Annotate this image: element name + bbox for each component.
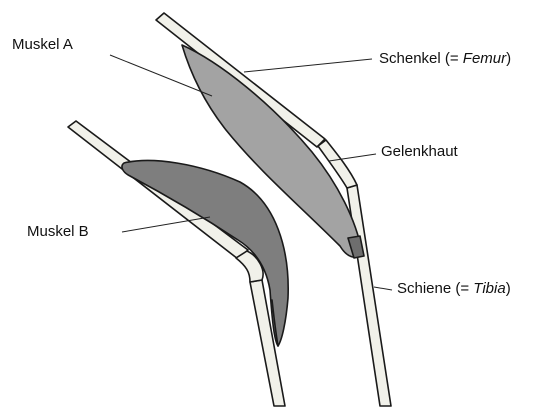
right-tibia: [347, 185, 391, 406]
label-joint-membrane: Gelenkhaut: [381, 143, 459, 160]
label-tibia: Schiene (= Tibia): [397, 280, 511, 297]
label-muscle-b: Muskel B: [27, 223, 89, 240]
label-muscle-a: Muskel A: [12, 36, 73, 53]
leader-femur: [244, 59, 372, 72]
leader-tibia: [374, 287, 392, 290]
label-femur: Schenkel (= Femur): [379, 50, 511, 67]
